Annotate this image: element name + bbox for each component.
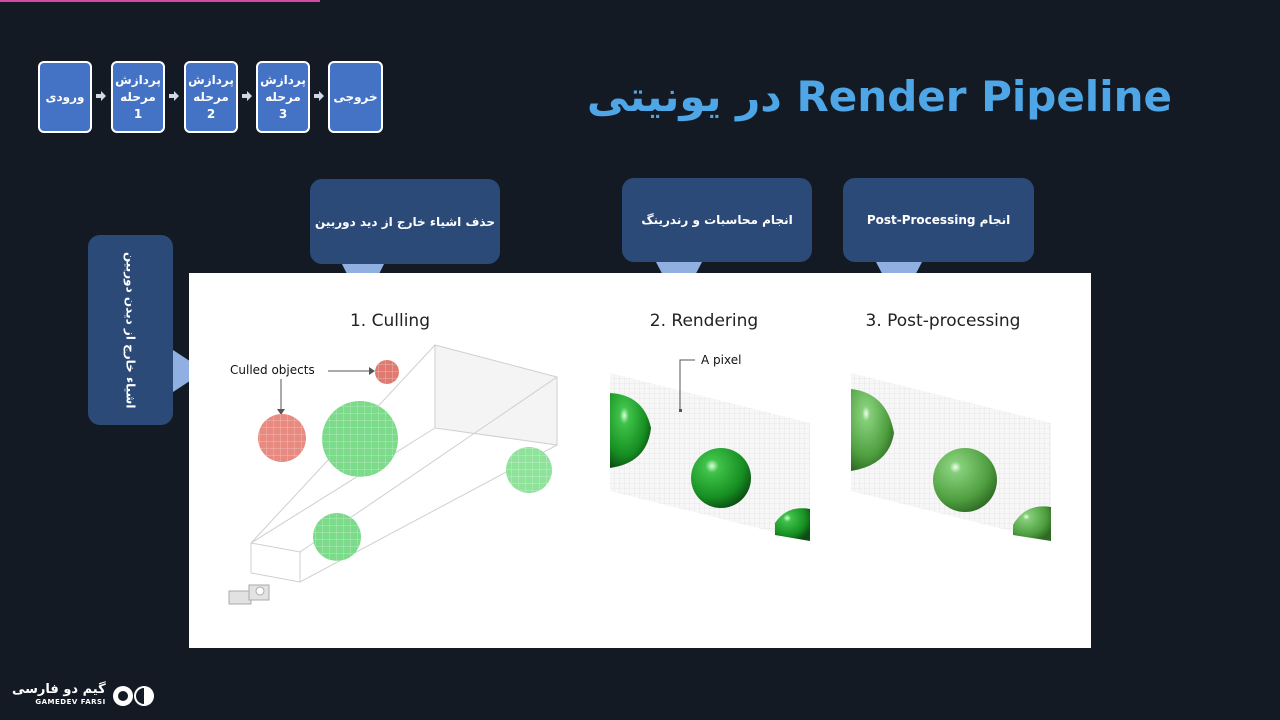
arrow-right-icon (242, 91, 252, 101)
pixel-marker (679, 409, 682, 412)
logo-mark-icon (112, 686, 154, 706)
pixel-pointer (679, 359, 695, 409)
flow-step-2: پردازش مرحله 2 (184, 61, 238, 133)
render-pipeline-diagram: 1. Culling 2. Rendering 3. Post-processi… (189, 273, 1091, 648)
rendering-pixel-grid (610, 373, 810, 541)
flow-step-1: پردازش مرحله 1 (111, 61, 165, 133)
callout-post: انجام Post-Processing (843, 178, 1034, 262)
camera-icon (228, 584, 270, 605)
slide-progress-bar (0, 0, 320, 2)
callout-rendering: انجام محاسبات و رندرینگ (622, 178, 812, 262)
flow-step-input: ورودی (38, 61, 92, 133)
logo-text-en: GAMEDEV FARSI (35, 698, 106, 706)
callout-side: اشیاء خارج از دیدن دوربین (88, 235, 173, 425)
culled-objects-label: Culled objects (230, 363, 315, 377)
pixel-label: A pixel (701, 353, 741, 367)
callout-culling: حذف اشیاء خارج از دید دوربین (310, 179, 500, 264)
logo-text-fa: گیم دو فارسی (12, 682, 106, 697)
post-processing-title: 3. Post-processing (866, 311, 1021, 331)
arrow-right-icon (169, 91, 179, 101)
arrow-head-icon (277, 409, 285, 415)
flow-step-output: خروجی (328, 61, 383, 133)
page-title: Render Pipeline در یونیتی (586, 72, 1172, 121)
arrow-right-icon (314, 91, 324, 101)
arrow-right-icon (96, 91, 106, 101)
camera-frustum (250, 344, 558, 583)
arrow-head-icon (369, 367, 375, 375)
flow-step-3: پردازش مرحله 3 (256, 61, 310, 133)
culling-title: 1. Culling (350, 311, 430, 331)
post-processing-pixel-grid (851, 373, 1051, 541)
rendering-title: 2. Rendering (650, 311, 758, 331)
brand-logo: گیم دو فارسی GAMEDEV FARSI (12, 682, 156, 708)
